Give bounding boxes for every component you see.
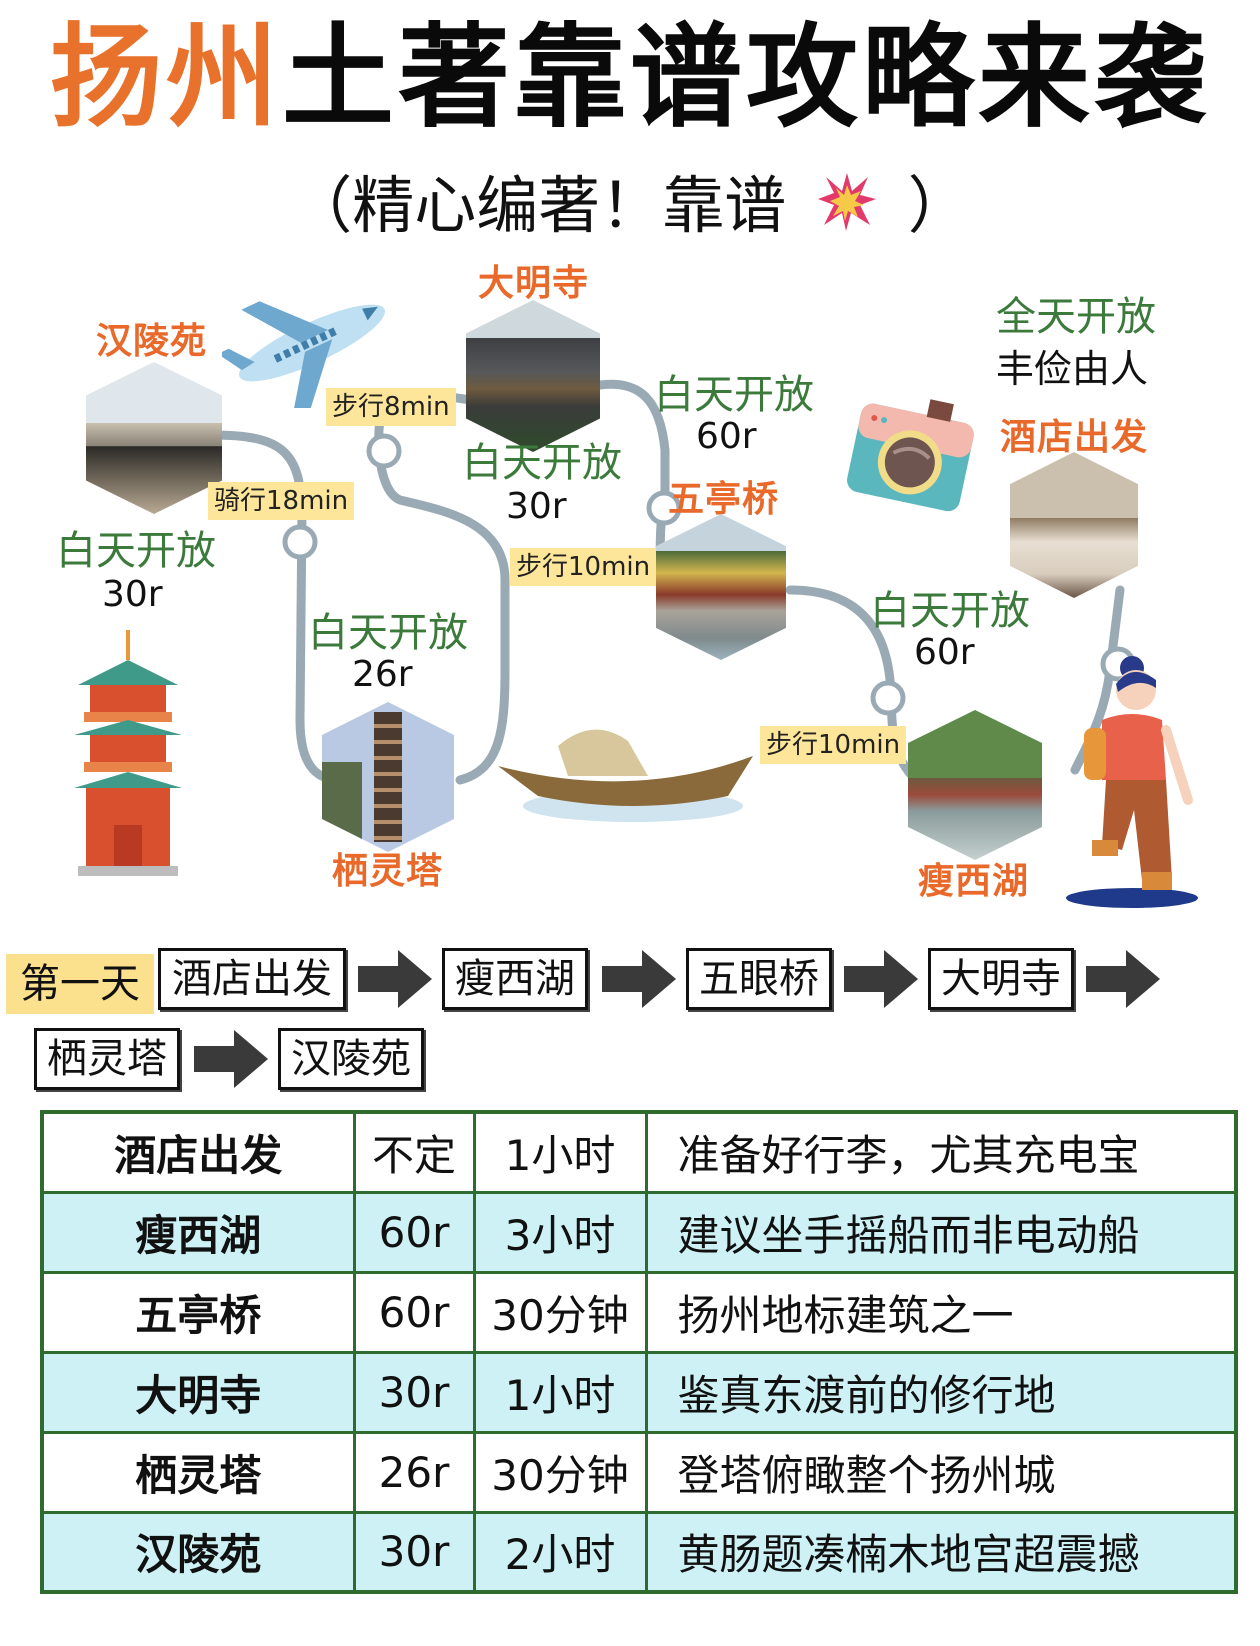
pagoda-icon [68,630,188,884]
table-row: 栖灵塔 26r 30分钟 登塔俯瞰整个扬州城 [40,1430,1238,1514]
flow-step: 大明寺 [928,948,1074,1010]
cell-duration: 3小时 [472,1190,648,1274]
subtitle-close: ） [907,169,970,242]
table-row: 瘦西湖 60r 3小时 建议坐手摇船而非电动船 [40,1190,1238,1274]
cell-price: 60r [352,1270,476,1354]
route-node [282,524,318,560]
table-row: 大明寺 30r 1小时 鉴真东渡前的修行地 [40,1350,1238,1434]
table-row: 酒店出发 不定 1小时 准备好行李，尤其充电宝 [40,1110,1238,1194]
right-arrow-icon [194,1030,268,1088]
spot-open-shouxihu: 白天开放 [870,588,1030,634]
spot-price-qilingta: 26r [352,654,413,695]
right-arrow-icon [1086,950,1160,1008]
flow-step: 汉陵苑 [278,1028,424,1090]
spot-open-damingsi: 白天开放 [462,440,622,486]
cell-tip: 鉴真东渡前的修行地 [644,1350,1238,1434]
cell-place: 瘦西湖 [40,1190,356,1274]
title-accent: 扬州 [50,13,282,143]
cell-tip: 准备好行李，尤其充电宝 [644,1110,1238,1194]
spot-note-hotel: 丰俭由人 [996,347,1149,391]
flow-step: 瘦西湖 [442,948,588,1010]
route-path [207,379,1136,800]
cell-duration: 1小时 [472,1350,648,1434]
cell-duration: 2小时 [472,1510,648,1594]
subtitle: （精心编著！靠谱 ） [0,168,1260,244]
spot-photo-qilingta [322,702,454,852]
spot-price-damingsi: 30r [506,486,567,527]
transfer-tag: 步行8min [326,388,456,426]
boat-icon [498,716,768,830]
page-title: 扬州土著靠谱攻略来袭 [0,14,1260,142]
spot-name-hotel: 酒店出发 [1000,417,1149,458]
cell-price: 26r [352,1430,476,1514]
cell-tip: 黄肠题凑楠木地宫超震撼 [644,1510,1238,1594]
cell-tip: 登塔俯瞰整个扬州城 [644,1430,1238,1514]
spot-price-wutingqiao: 60r [696,416,757,457]
route-node [870,680,906,716]
cell-place: 栖灵塔 [40,1430,356,1514]
cell-place: 汉陵苑 [40,1510,356,1594]
cell-place: 酒店出发 [40,1110,356,1194]
route-node [646,490,682,526]
cell-duration: 30分钟 [472,1270,648,1354]
transfer-tag: 步行10min [760,726,907,764]
cell-price: 30r [352,1350,476,1434]
cell-tip: 扬州地标建筑之一 [644,1270,1238,1354]
camera-icon [834,382,984,526]
table-row: 汉陵苑 30r 2小时 黄肠题凑楠木地宫超震撼 [40,1510,1238,1594]
cell-duration: 1小时 [472,1110,648,1194]
itinerary-flow: 第一天 酒店出发 瘦西湖 五眼桥 大明寺 栖灵塔 汉陵苑 [0,940,1260,1090]
spot-open-wutingqiao: 白天开放 [654,372,814,418]
spot-name-qilingta: 栖灵塔 [332,851,444,892]
day-badge: 第一天 [6,954,154,1014]
right-arrow-icon [602,950,676,1008]
spot-name-damingsi: 大明寺 [478,263,590,304]
collision-burst-icon [816,171,878,233]
cell-price: 30r [352,1510,476,1594]
cell-tip: 建议坐手摇船而非电动船 [644,1190,1238,1274]
right-arrow-icon [358,950,432,1008]
table-row: 五亭桥 60r 30分钟 扬州地标建筑之一 [40,1270,1238,1354]
airplane-icon [217,278,402,419]
spot-open-hanlingyuan: 白天开放 [56,528,216,574]
spot-open-hotel: 全天开放 [996,294,1156,340]
cell-place: 大明寺 [40,1350,356,1434]
subtitle-text: （精心编著！靠谱 [290,169,787,242]
cell-price: 60r [352,1190,476,1274]
cell-duration: 30分钟 [472,1430,648,1514]
plan-table: 酒店出发 不定 1小时 准备好行李，尤其充电宝 瘦西湖 60r 3小时 建议坐手… [40,1110,1238,1594]
flow-step: 栖灵塔 [34,1028,180,1090]
cell-place: 五亭桥 [40,1270,356,1354]
spot-name-hanlingyuan: 汉陵苑 [96,321,208,362]
flow-step: 五眼桥 [686,948,832,1010]
spot-price-hanlingyuan: 30r [102,574,163,615]
spot-open-qilingta: 白天开放 [308,610,468,656]
flow-step: 酒店出发 [158,948,346,1010]
route-map: 汉陵苑 骑行18min 白天开放 30r 大明寺 步行8min 白天开放 30r [0,250,1260,940]
cell-price: 不定 [352,1110,476,1194]
traveler-icon [1062,650,1202,914]
transfer-tag: 步行10min [510,548,657,586]
spot-name-shouxihu: 瘦西湖 [918,861,1030,902]
spot-price-shouxihu: 60r [914,632,975,673]
route-node [366,433,402,469]
right-arrow-icon [844,950,918,1008]
spot-name-wutingqiao: 五亭桥 [668,479,780,520]
transfer-tag: 骑行18min [208,482,355,520]
title-main: 土著靠谱攻略来袭 [282,13,1210,143]
